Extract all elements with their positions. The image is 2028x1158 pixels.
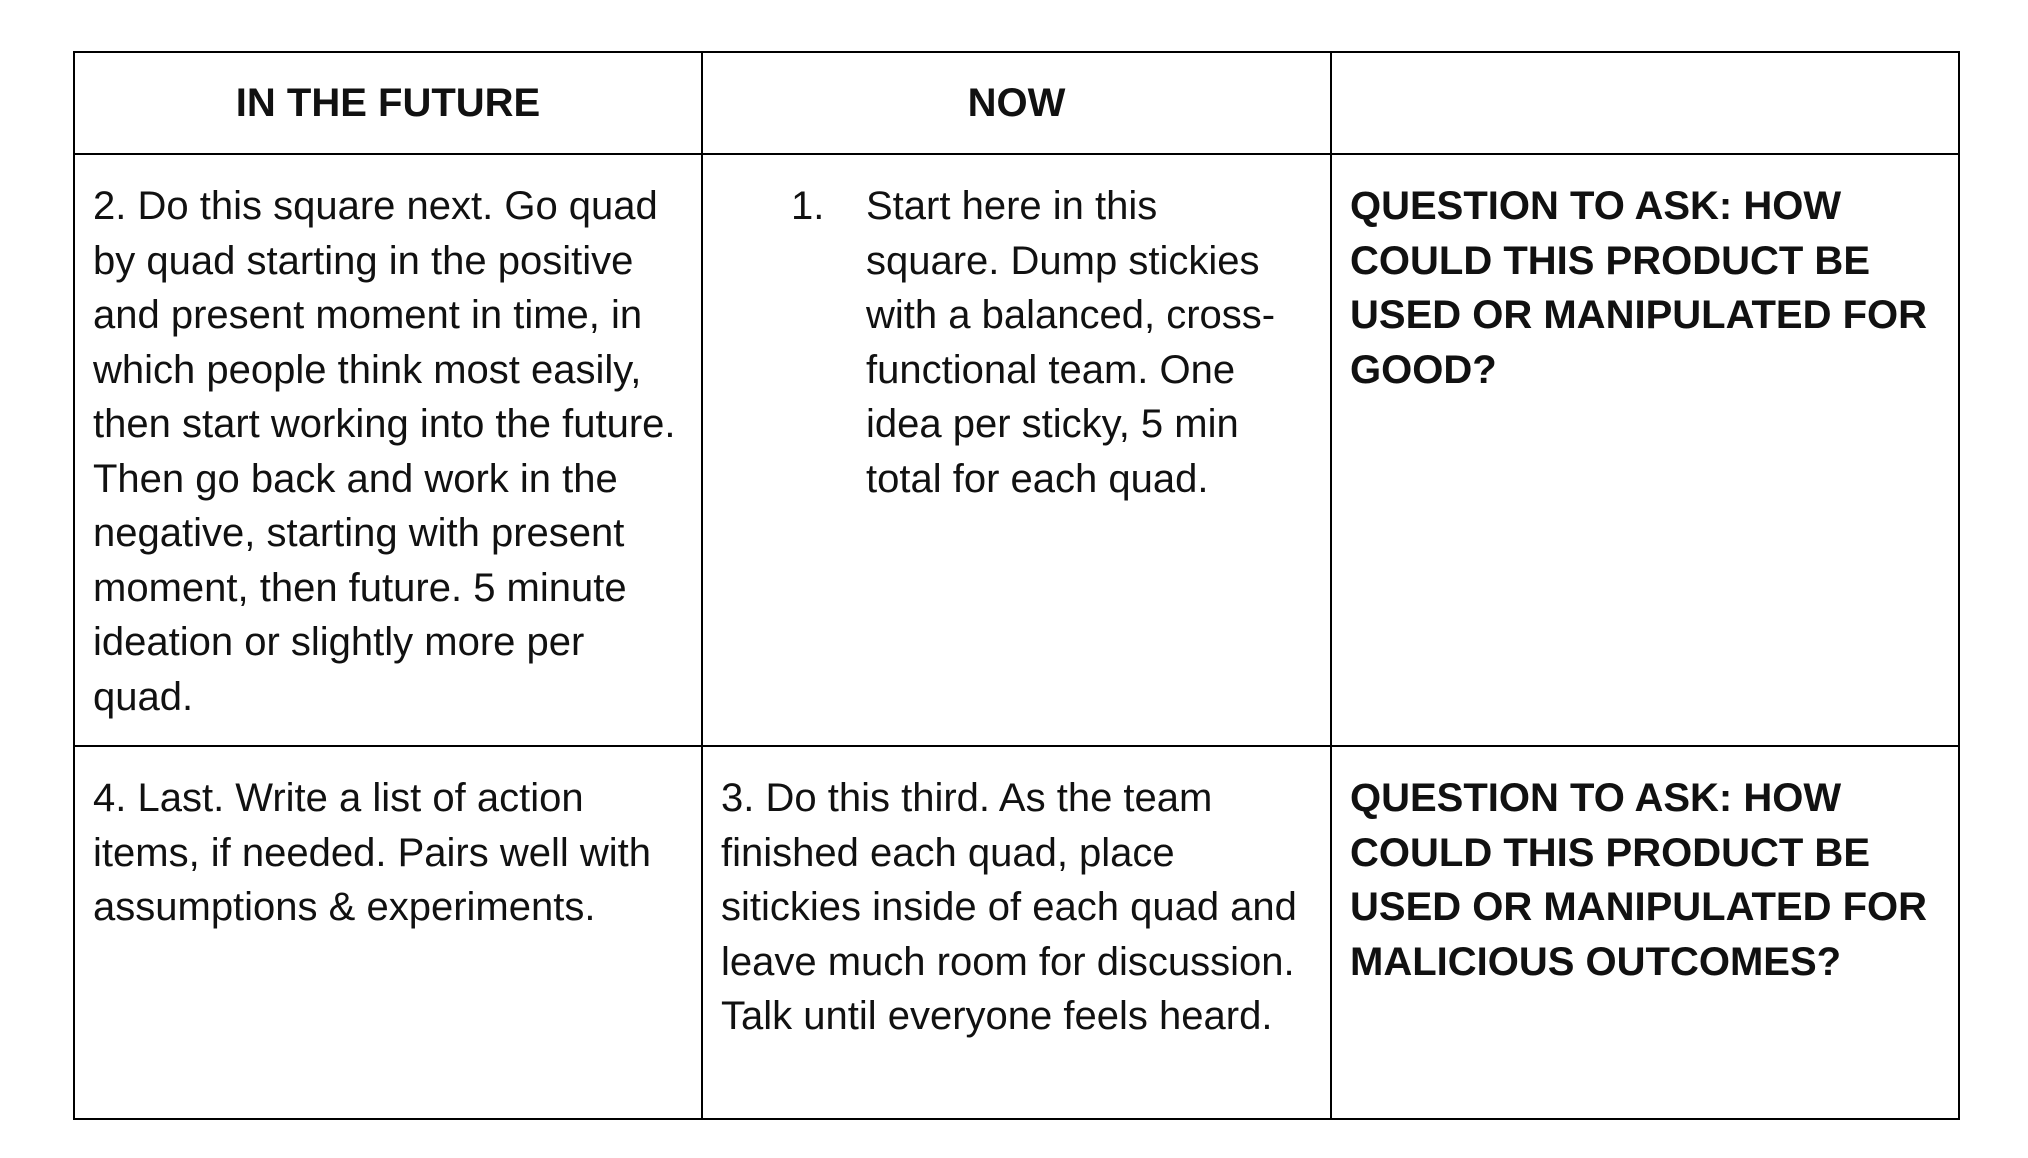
cell-future-positive: 2. Do this square next. Go quad by quad … <box>73 153 703 747</box>
cell-now-negative: 3. Do this third. As the team finished e… <box>701 745 1332 1120</box>
header-now: NOW <box>701 51 1332 155</box>
header-in-the-future: IN THE FUTURE <box>73 51 703 155</box>
header-empty <box>1330 51 1960 155</box>
table-header-row: IN THE FUTURE NOW <box>73 51 1960 155</box>
list-item-text: Start here in this square. Dump stickies… <box>866 184 1276 501</box>
list-number: 1. <box>791 184 825 228</box>
cell-question-malicious: QUESTION TO ASK: HOW COULD THIS PRODUCT … <box>1330 745 1960 1120</box>
table-row: 4. Last. Write a list of action items, i… <box>73 745 1960 1120</box>
cell-future-negative: 4. Last. Write a list of action items, i… <box>73 745 703 1120</box>
consequence-scanning-table: IN THE FUTURE NOW 2. Do this square next… <box>73 51 1960 1120</box>
cell-now-positive: 1. Start here in this square. Dump stick… <box>701 153 1332 747</box>
numbered-list-item: 1. Start here in this square. Dump stick… <box>721 179 1312 506</box>
table-row: 2. Do this square next. Go quad by quad … <box>73 153 1960 747</box>
cell-question-good: QUESTION TO ASK: HOW COULD THIS PRODUCT … <box>1330 153 1960 747</box>
